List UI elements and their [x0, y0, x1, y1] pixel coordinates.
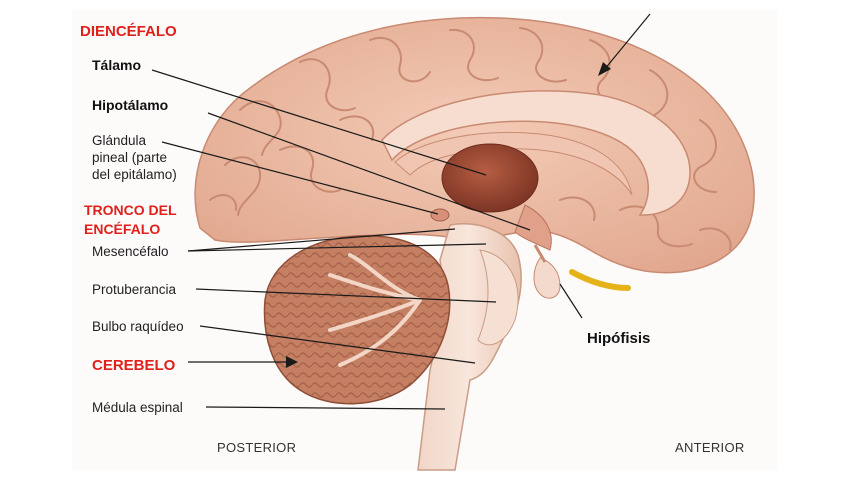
- label-diencefalo: DIENCÉFALO: [80, 23, 177, 40]
- leader-lines: [151, 13, 651, 410]
- hypothalamus: [514, 204, 552, 251]
- label-glandula-line2: pineal (parte: [92, 150, 168, 165]
- label-mesencefalo: Mesencéfalo: [92, 244, 169, 259]
- pituitary-stalk: [533, 244, 547, 263]
- yellow-strip: [569, 269, 631, 291]
- thalamus: [441, 143, 539, 213]
- label-glandula-pineal: Glándula pineal (parte del epitálamo): [92, 132, 177, 183]
- pons-bulge: [477, 249, 519, 346]
- label-glandula-line3: del epitálamo): [92, 167, 177, 182]
- pituitary-gland: [533, 257, 561, 299]
- label-hipofisis: Hipófisis: [587, 330, 651, 347]
- label-bulbo: Bulbo raquídeo: [92, 319, 184, 334]
- label-anterior: ANTERIOR: [675, 440, 745, 455]
- label-glandula-line1: Glándula: [92, 133, 147, 148]
- label-cerebelo: CEREBELO: [92, 357, 176, 374]
- corpus-callosum: [381, 90, 691, 216]
- label-tronco-line1: TRONCO DEL: [84, 202, 177, 218]
- arrow-icon: [286, 356, 298, 368]
- label-medula: Médula espinal: [92, 400, 183, 415]
- arrow-icon: [598, 62, 611, 76]
- label-talamo: Tálamo: [92, 57, 142, 73]
- cerebellum-folia: [264, 235, 450, 404]
- label-tronco-line2: ENCÉFALO: [84, 221, 161, 237]
- arbor-vitae: [328, 253, 422, 367]
- label-tronco: TRONCO DEL ENCÉFALO: [84, 201, 177, 239]
- pineal-gland: [430, 208, 450, 222]
- label-hipotalamo: Hipotálamo: [92, 97, 169, 113]
- label-posterior: POSTERIOR: [217, 440, 297, 455]
- label-protuberancia: Protuberancia: [92, 282, 177, 297]
